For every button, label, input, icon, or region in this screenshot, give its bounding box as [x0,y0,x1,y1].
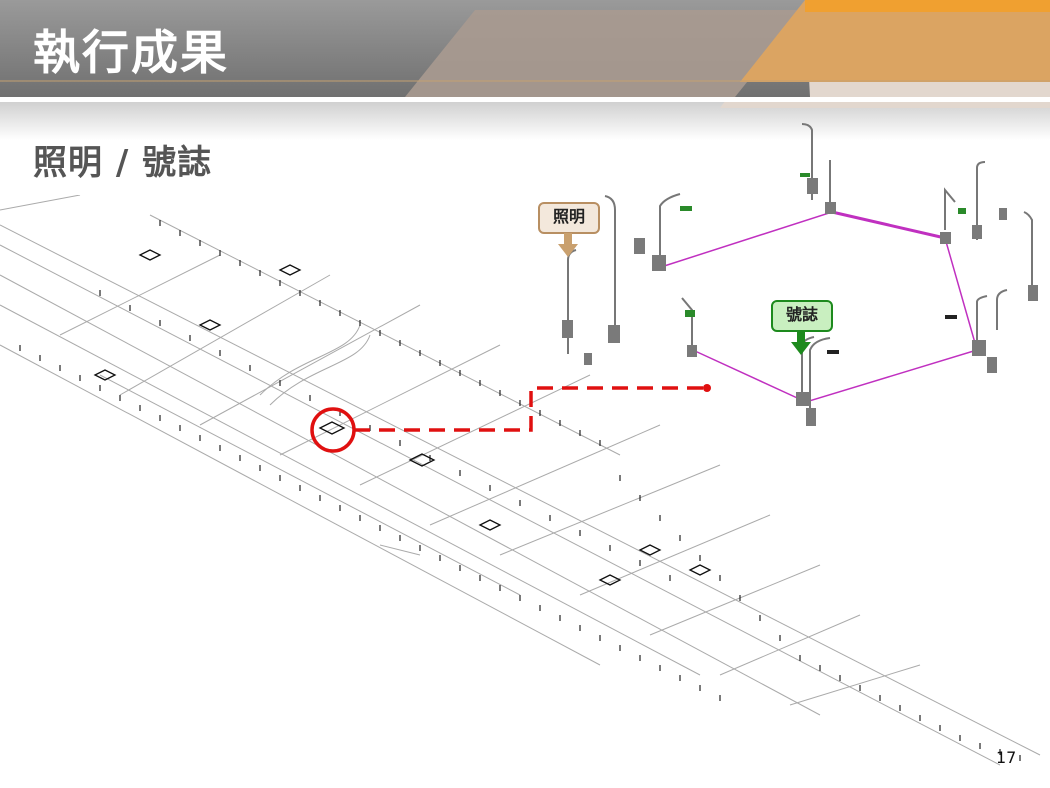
page-number: 17 [996,748,1017,767]
highlight-connector [310,384,711,453]
header-banner-graphic [0,0,1050,140]
lighting-label: 照明 [552,207,585,226]
lighting-callout: 照明 [538,202,600,234]
slide-subtitle: 照明 / 號誌 [33,143,213,183]
signal-callout: 號誌 [771,300,833,332]
slide-header: 執行成果 [0,0,1050,140]
lighting-arrow-icon [558,233,578,257]
signal-label: 號誌 [785,305,818,324]
slide-title: 執行成果 [33,26,229,81]
isometric-road-map [0,195,1041,766]
signal-arrow-icon [791,331,811,355]
pole-detail-3d [562,123,1038,426]
